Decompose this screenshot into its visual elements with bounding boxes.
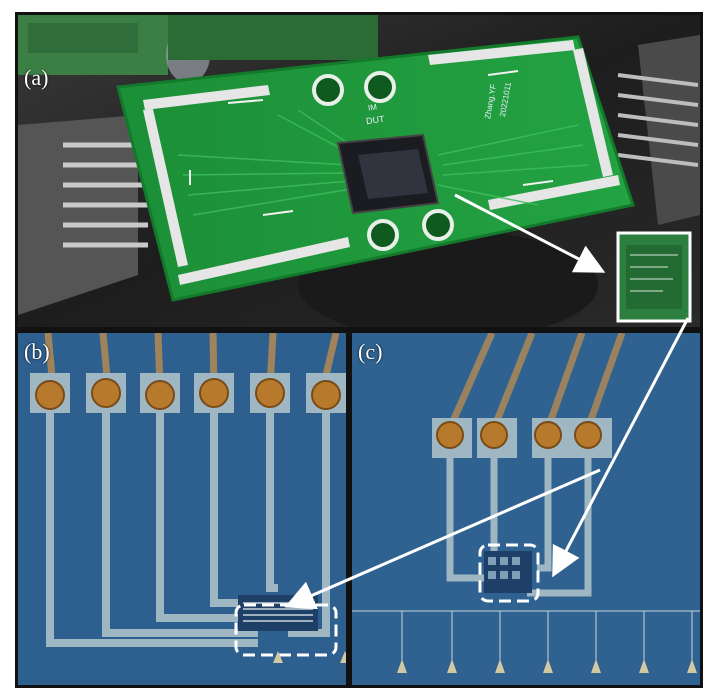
device-region-b [238, 595, 318, 631]
panel-c-micrograph: (c) [349, 330, 703, 688]
micrograph-c-illustration [352, 333, 700, 685]
micrograph-b-illustration [18, 333, 346, 685]
panel-b-micrograph: (b) [15, 330, 349, 688]
panel-a-label: (a) [24, 65, 49, 90]
panel-c-label: (c) [358, 339, 383, 364]
panel-a-board-photo: (a) DUT IM Zhang.YF 20221011 [15, 12, 703, 330]
panel-b-label: (b) [24, 339, 50, 364]
board-photo-illustration [18, 15, 700, 327]
silkscreen-im: IM [367, 102, 378, 113]
